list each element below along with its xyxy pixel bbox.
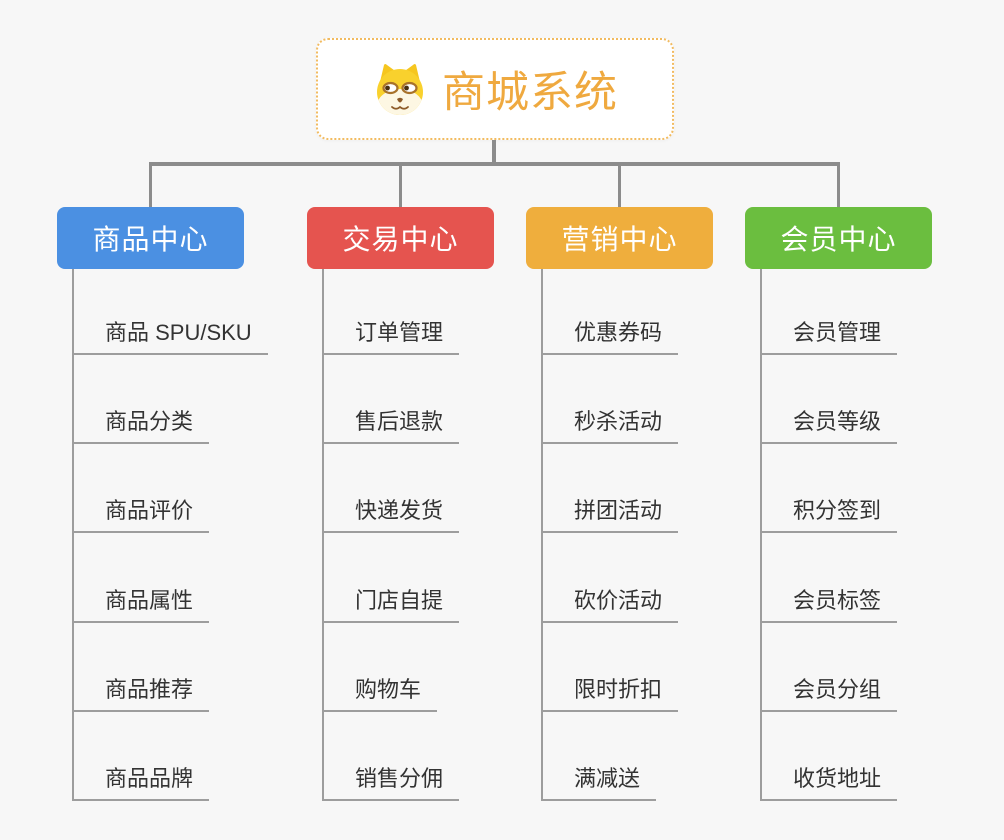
- leaf-item[interactable]: 门店自提: [322, 589, 460, 623]
- branch-children-product: 商品 SPU/SKU 商品分类 商品评价 商品属性 商品推荐 商品品牌: [72, 269, 362, 801]
- leaf-item[interactable]: 商品推荐: [72, 678, 210, 712]
- leaf-item[interactable]: 收货地址: [760, 767, 898, 801]
- branch-box-marketing-center[interactable]: 营销中心: [526, 207, 713, 269]
- branch-label: 会员中心: [780, 224, 897, 255]
- leaf-item[interactable]: 商品分类: [72, 410, 210, 444]
- branch-label: 交易中心: [342, 224, 459, 255]
- leaf-item[interactable]: 秒杀活动: [541, 410, 679, 444]
- leaf-item[interactable]: 会员标签: [760, 589, 898, 623]
- leaf-item[interactable]: 会员分组: [760, 678, 898, 712]
- connector-drop-member: [837, 164, 840, 207]
- leaf-item[interactable]: 砍价活动: [541, 589, 679, 623]
- leaf-item[interactable]: 购物车: [322, 678, 438, 712]
- branch-children-trade: 订单管理 售后退款 快递发货 门店自提 购物车 销售分佣: [322, 269, 612, 801]
- connector-horizontal: [149, 162, 840, 166]
- leaf-item[interactable]: 商品 SPU/SKU: [72, 321, 268, 355]
- leaf-item[interactable]: 满减送: [541, 767, 657, 801]
- leaf-item[interactable]: 拼团活动: [541, 499, 679, 533]
- root-title: 商城系统: [442, 69, 618, 117]
- connector-drop-trade: [399, 164, 402, 207]
- branch-children-marketing: 优惠券码 秒杀活动 拼团活动 砍价活动 限时折扣 满减送: [541, 269, 831, 801]
- branch-box-trade-center[interactable]: 交易中心: [307, 207, 494, 269]
- branch-label: 商品中心: [92, 224, 209, 255]
- leaf-item[interactable]: 商品评价: [72, 499, 210, 533]
- root-node-mall-system[interactable]: 商城系统: [316, 38, 674, 140]
- leaf-item[interactable]: 销售分佣: [322, 767, 460, 801]
- branch-box-product-center[interactable]: 商品中心: [57, 207, 244, 269]
- leaf-item[interactable]: 会员管理: [760, 321, 898, 355]
- branch-box-member-center[interactable]: 会员中心: [745, 207, 932, 269]
- leaf-item[interactable]: 售后退款: [322, 410, 460, 444]
- connector-drop-marketing: [618, 164, 621, 207]
- connector-root-vertical: [492, 140, 496, 165]
- dog-face-icon: [377, 64, 423, 115]
- leaf-item[interactable]: 商品品牌: [72, 767, 210, 801]
- leaf-item[interactable]: 商品属性: [72, 589, 210, 623]
- leaf-item[interactable]: 限时折扣: [541, 678, 679, 712]
- branch-label: 营销中心: [561, 224, 678, 255]
- leaf-item[interactable]: 优惠券码: [541, 321, 679, 355]
- connector-drop-product: [149, 164, 152, 207]
- leaf-item[interactable]: 会员等级: [760, 410, 898, 444]
- leaf-item[interactable]: 积分签到: [760, 499, 898, 533]
- branch-children-member: 会员管理 会员等级 积分签到 会员标签 会员分组 收货地址: [760, 269, 1004, 801]
- leaf-item[interactable]: 订单管理: [322, 321, 460, 355]
- leaf-item[interactable]: 快递发货: [322, 499, 460, 533]
